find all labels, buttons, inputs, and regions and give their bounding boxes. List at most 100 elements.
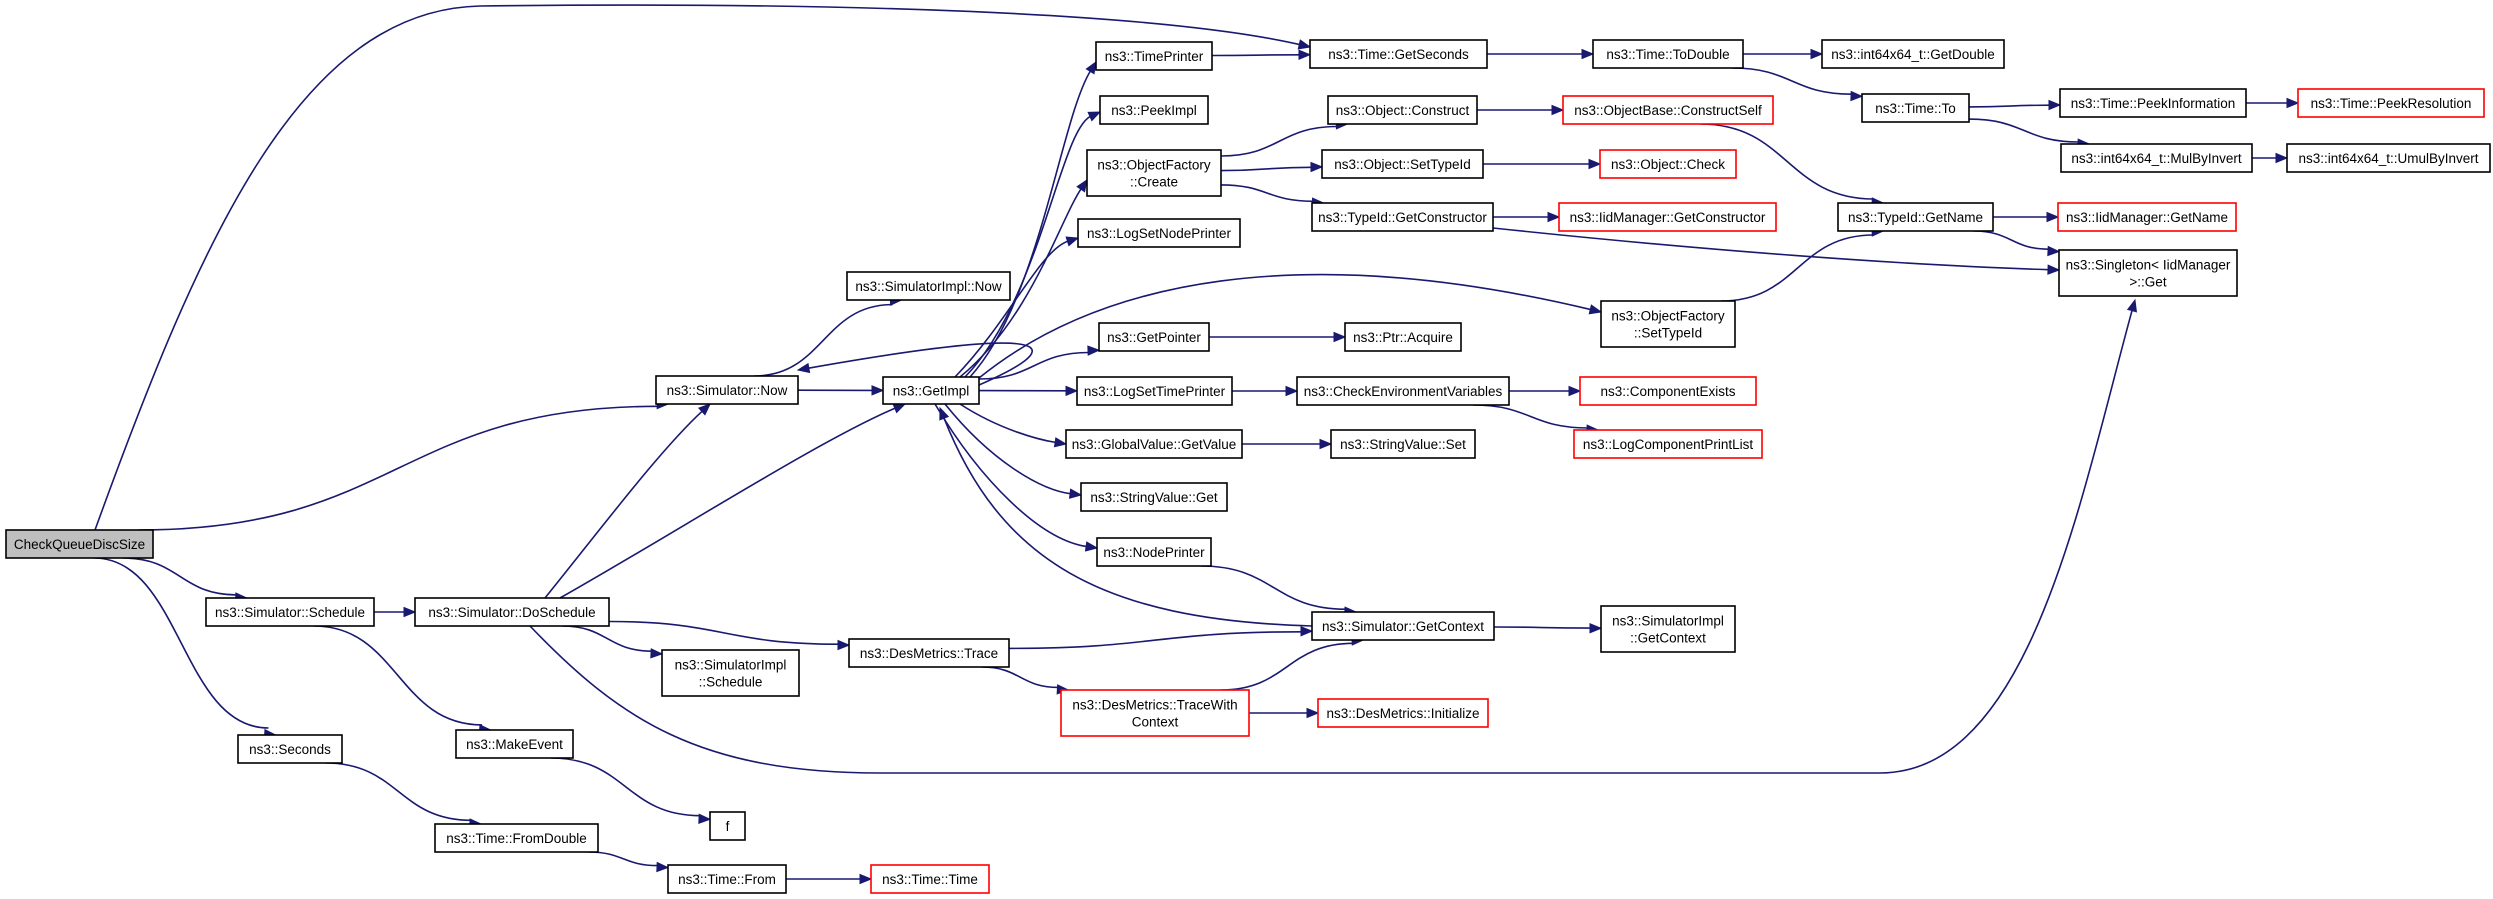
node-box <box>709 811 746 841</box>
node-iid-get-constructor[interactable]: ns3::IidManager::GetConstructor <box>1558 202 1777 232</box>
node-singleton-get[interactable]: ns3::Singleton< IidManager >::Get <box>2058 249 2238 297</box>
node-label: ns3::LogSetNodePrinter <box>1087 226 1232 241</box>
node-int64-mul-by-invert[interactable]: ns3::int64x64_t::MulByInvert <box>2060 143 2253 173</box>
edge-get_impl-to-node_printer <box>934 403 1099 552</box>
edge-line <box>138 405 659 531</box>
node-of-set-type-id[interactable]: ns3::ObjectFactory::SetTypeId <box>1600 300 1736 348</box>
node-label: ns3::Object::Construct <box>1336 103 1470 118</box>
node-obj-check[interactable]: ns3::Object::Check <box>1599 149 1737 179</box>
edge-arrowhead <box>2048 99 2062 111</box>
node-time-peek-information[interactable]: ns3::Time::PeekInformation <box>2059 88 2247 118</box>
edge-layer <box>93 4 2300 885</box>
node-label: ns3::ObjectBase::ConstructSelf <box>1574 103 1762 118</box>
edge-make_event-to-f <box>550 757 712 825</box>
node-root[interactable]: CheckQueueDiscSize <box>5 529 154 559</box>
node-box <box>1321 149 1484 179</box>
edge-line <box>1973 230 2050 250</box>
node-time-from[interactable]: ns3::Time::From <box>667 864 787 894</box>
node-typeid-get-name[interactable]: ns3::TypeId::GetName <box>1837 202 1994 232</box>
node-obj-set-type-id[interactable]: ns3::Object::SetTypeId <box>1321 149 1484 179</box>
node-box <box>1311 202 1494 232</box>
edge-line <box>1968 118 2080 143</box>
node-peek-impl[interactable]: ns3::PeekImpl <box>1099 95 1209 125</box>
node-time-to-double[interactable]: ns3::Time::ToDouble <box>1592 39 1744 69</box>
node-label: ::Schedule <box>699 675 763 690</box>
node-do-schedule[interactable]: ns3::Simulator::DoSchedule <box>414 597 610 627</box>
node-gv-get-value[interactable]: ns3::GlobalValue::GetValue <box>1065 429 1243 459</box>
node-layer: CheckQueueDiscSizens3::Simulator::Nowns3… <box>5 39 2491 894</box>
node-seconds[interactable]: ns3::Seconds <box>237 734 343 764</box>
edge-line <box>529 309 2134 774</box>
node-component-exists[interactable]: ns3::ComponentExists <box>1579 376 1757 406</box>
node-simimpl-get-context[interactable]: ns3::SimulatorImpl::GetContext <box>1600 605 1736 653</box>
node-objbase-construct-self[interactable]: ns3::ObjectBase::ConstructSelf <box>1562 95 1774 125</box>
node-from-double[interactable]: ns3::Time::FromDouble <box>434 823 599 853</box>
edge-line <box>1220 166 1313 172</box>
edge-arrowhead <box>1300 625 1314 637</box>
node-get-pointer[interactable]: ns3::GetPointer <box>1098 322 1210 352</box>
edge-line <box>954 240 1069 378</box>
node-box <box>1861 93 1970 123</box>
edge-log_time_printer-to-check_env <box>1232 385 1299 397</box>
node-time-peek-resolution[interactable]: ns3::Time::PeekResolution <box>2297 88 2485 118</box>
edge-arrowhead <box>1310 161 1324 173</box>
node-box <box>1086 149 1222 197</box>
node-iid-get-name[interactable]: ns3::IidManager::GetName <box>2057 202 2237 232</box>
node-obj-construct[interactable]: ns3::Object::Construct <box>1327 95 1478 125</box>
edge-arrowhead <box>1085 60 1097 75</box>
node-time-time[interactable]: ns3::Time::Time <box>870 864 990 894</box>
edge-line <box>1700 123 1874 200</box>
edge-arrowhead <box>1581 48 1595 60</box>
node-make-event[interactable]: ns3::MakeEvent <box>455 729 574 759</box>
node-label: ns3::PeekImpl <box>1111 103 1197 118</box>
node-sv-set[interactable]: ns3::StringValue::Set <box>1330 429 1476 459</box>
edge-typeid_get_constructor-to-singleton_get <box>1492 227 2061 275</box>
node-sim-get-context[interactable]: ns3::Simulator::GetContext <box>1311 611 1495 641</box>
node-log-component-print-list[interactable]: ns3::LogComponentPrintList <box>1573 429 1763 459</box>
edge-arrowhead <box>892 403 907 414</box>
node-ptr-acquire[interactable]: ns3::Ptr::Acquire <box>1344 322 1462 352</box>
edge-arrowhead <box>939 406 950 421</box>
node-box <box>1579 376 1757 406</box>
node-node-printer[interactable]: ns3::NodePrinter <box>1096 537 1212 567</box>
node-log-node-printer[interactable]: ns3::LogSetNodePrinter <box>1077 218 1241 248</box>
node-of-create[interactable]: ns3::ObjectFactory::Create <box>1086 149 1222 197</box>
node-label: ns3::TypeId::GetConstructor <box>1318 210 1487 225</box>
edge-typeid_get_name-to-iid_get_name <box>1993 211 2060 223</box>
node-sim-now[interactable]: ns3::Simulator::Now <box>655 375 799 405</box>
node-simimpl-now[interactable]: ns3::SimulatorImpl::Now <box>846 271 1011 301</box>
edge-sim_schedule-to-do_schedule <box>374 606 417 618</box>
node-box <box>2297 88 2485 118</box>
node-box <box>655 375 799 405</box>
edge-arrowhead <box>859 873 873 885</box>
edge-sim_schedule-to-make_event <box>313 625 493 735</box>
node-time-printer[interactable]: ns3::TimePrinter <box>1095 41 1213 71</box>
edge-time_to_double-to-int64_get_double <box>1743 48 1824 60</box>
node-get-impl[interactable]: ns3::GetImpl <box>882 376 980 405</box>
edge-do_schedule-to-simimpl_schedule <box>562 625 664 659</box>
node-int64-get-double[interactable]: ns3::int64x64_t::GetDouble <box>1821 39 2005 69</box>
node-des-initialize[interactable]: ns3::DesMetrics::Initialize <box>1317 698 1489 728</box>
edge-line <box>588 851 659 867</box>
edge-time_from-to-time_time <box>786 873 873 885</box>
node-time-get-seconds[interactable]: ns3::Time::GetSeconds <box>1309 39 1488 69</box>
node-label: ns3::Simulator::DoSchedule <box>428 605 595 620</box>
edge-get_impl-to-log_time_printer <box>978 385 1079 397</box>
node-int64-umul-by-invert[interactable]: ns3::int64x64_t::UmulByInvert <box>2286 143 2491 173</box>
node-f[interactable]: f <box>709 811 746 841</box>
node-sv-get[interactable]: ns3::StringValue::Get <box>1080 482 1228 512</box>
edge-line <box>1008 631 1303 650</box>
node-simimpl-schedule[interactable]: ns3::SimulatorImpl::Schedule <box>661 649 800 697</box>
edge-arrowhead <box>1076 178 1088 193</box>
node-sim-schedule[interactable]: ns3::Simulator::Schedule <box>205 597 375 627</box>
node-typeid-get-constructor[interactable]: ns3::TypeId::GetConstructor <box>1311 202 1494 232</box>
edge-line <box>1732 67 1853 95</box>
node-time-to[interactable]: ns3::Time::To <box>1861 93 1970 123</box>
edge-root-to-seconds <box>93 557 277 740</box>
node-check-env[interactable]: ns3::CheckEnvironmentVariables <box>1296 376 1510 406</box>
edge-arrowhead <box>2286 97 2300 109</box>
node-des-trace[interactable]: ns3::DesMetrics::Trace <box>848 638 1010 668</box>
edge-line <box>978 273 1592 379</box>
node-log-time-printer[interactable]: ns3::LogSetTimePrinter <box>1076 376 1233 406</box>
